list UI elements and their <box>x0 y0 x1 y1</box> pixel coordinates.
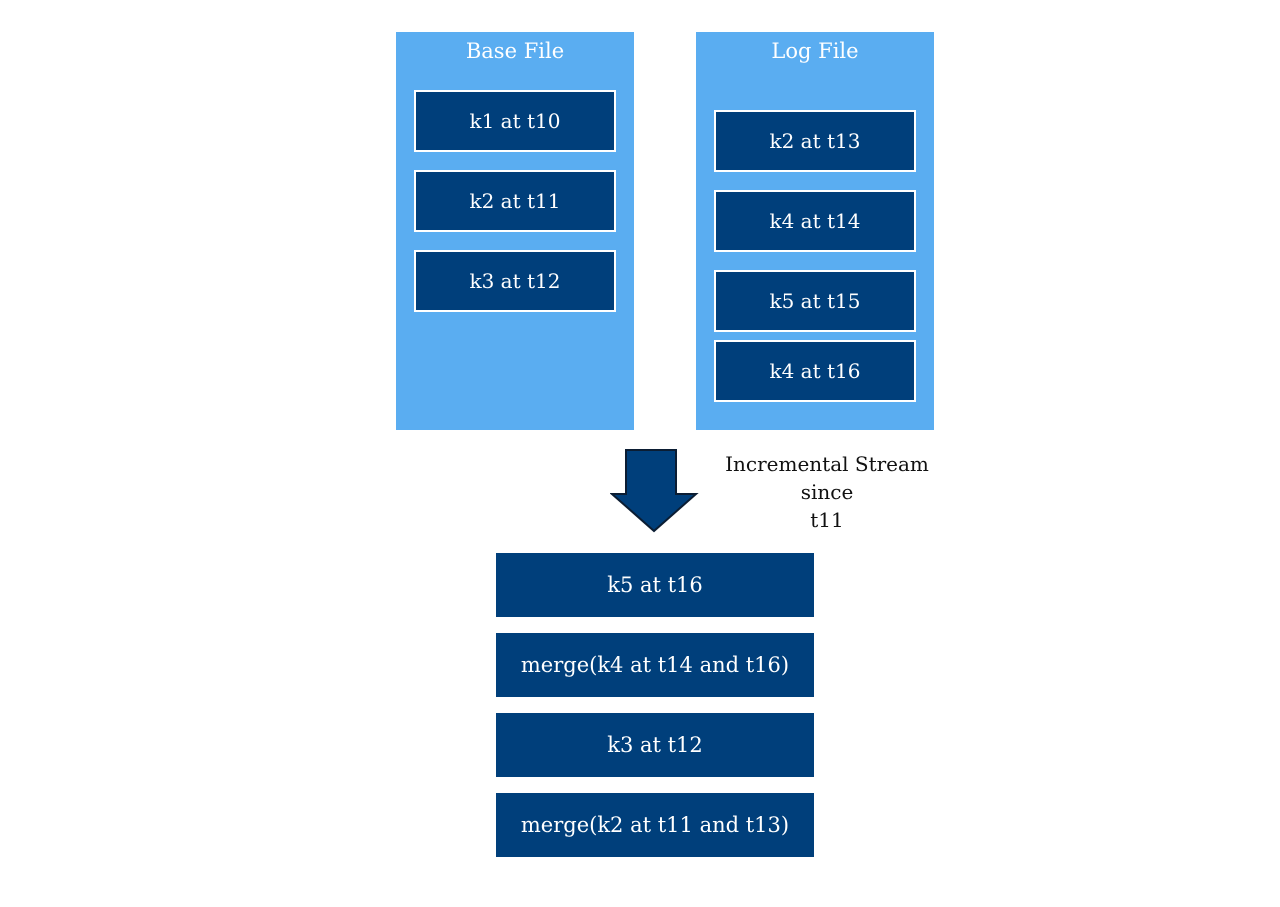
incremental-stream-label: Incremental Stream since t11 <box>712 450 942 534</box>
log-file-panel: Log File k2 at t13 k4 at t14 k5 at t15 k… <box>696 32 934 430</box>
incremental-stream-line3: t11 <box>810 508 844 532</box>
output-record-k5-t16: k5 at t16 <box>496 553 814 617</box>
output-record-k3-t12: k3 at t12 <box>496 713 814 777</box>
incremental-stream-line1: Incremental Stream <box>725 452 929 476</box>
base-record-k3-t12: k3 at t12 <box>414 250 616 312</box>
log-record-k2-t13: k2 at t13 <box>714 110 916 172</box>
down-arrow-icon <box>610 449 699 533</box>
log-record-k4-t14: k4 at t14 <box>714 190 916 252</box>
log-file-title: Log File <box>771 39 859 63</box>
incremental-stream-line2: since <box>800 480 854 504</box>
base-file-title: Base File <box>465 39 565 63</box>
log-record-k4-t16: k4 at t16 <box>714 340 916 402</box>
base-record-k1-t10: k1 at t10 <box>414 90 616 152</box>
base-record-k2-t11: k2 at t11 <box>414 170 616 232</box>
output-record-merge-k2: merge(k2 at t11 and t13) <box>496 793 814 857</box>
base-file-panel: Base File k1 at t10 k2 at t11 k3 at t12 <box>396 32 634 430</box>
output-record-merge-k4: merge(k4 at t14 and t16) <box>496 633 814 697</box>
log-record-k5-t15: k5 at t15 <box>714 270 916 332</box>
